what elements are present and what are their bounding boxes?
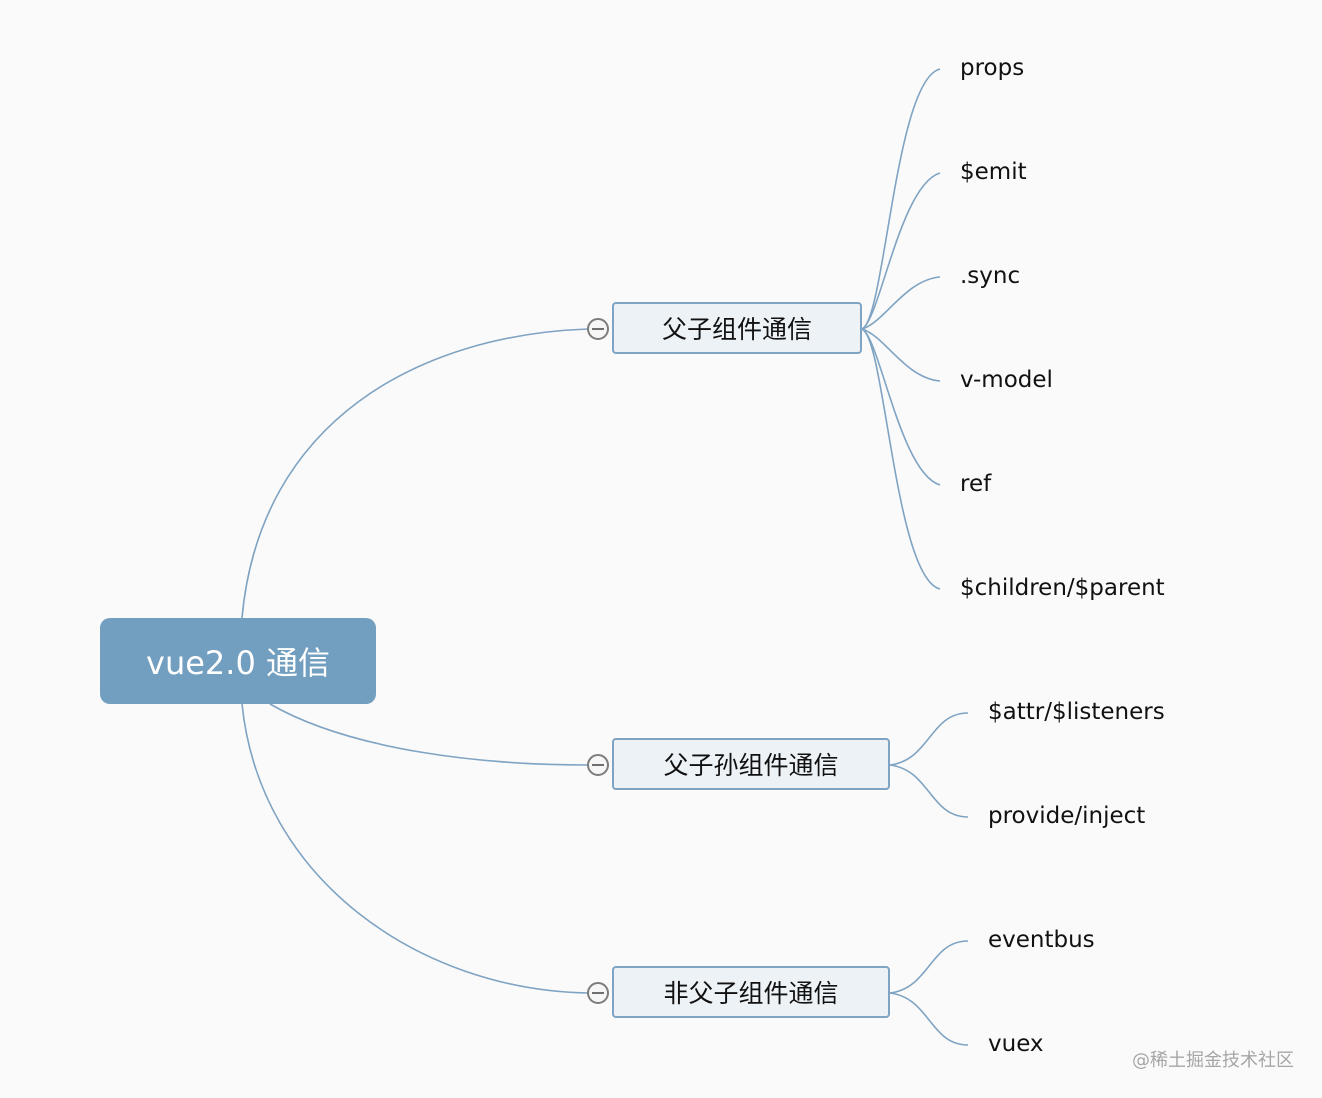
branch-label: 非父子组件通信 <box>663 979 839 1008</box>
leaf-node[interactable]: vuex <box>988 1031 1044 1057</box>
watermark: @稀土掘金技术社区 <box>1132 1050 1294 1071</box>
collapse-branch-3-icon[interactable] <box>587 982 609 1004</box>
branch-node-parent-child[interactable]: 父子组件通信 <box>612 302 862 354</box>
leaf-node[interactable]: $attr/$listeners <box>988 699 1165 725</box>
branch-label: 父子孙组件通信 <box>663 751 839 780</box>
connector-branch-3-leaf-1 <box>889 940 969 994</box>
collapse-branch-1-icon[interactable] <box>587 318 609 340</box>
connector-branch-1-leaf-4 <box>861 328 941 382</box>
branch-node-non-parent-child[interactable]: 非父子组件通信 <box>612 966 890 1018</box>
branch-label: 父子组件通信 <box>661 315 812 344</box>
connector-branch-2-leaf-2 <box>889 764 969 818</box>
connector-root-branch-2 <box>269 703 589 766</box>
connector-branch-1-leaf-3 <box>861 276 941 330</box>
connector-branch-1-leaf-2 <box>861 172 941 330</box>
leaf-node[interactable]: eventbus <box>988 927 1095 953</box>
connector-branch-2-leaf-1 <box>889 712 969 766</box>
leaf-node[interactable]: ref <box>960 471 992 497</box>
root-node[interactable]: vue2.0 通信 <box>100 618 376 704</box>
connector-root-branch-1 <box>241 328 589 619</box>
leaf-node[interactable]: .sync <box>960 263 1021 289</box>
connector-branch-3-leaf-2 <box>889 992 969 1046</box>
collapse-branch-2-icon[interactable] <box>587 754 609 776</box>
connector-root-branch-3 <box>241 703 589 994</box>
leaf-node[interactable]: $emit <box>960 159 1027 185</box>
leaf-node[interactable]: provide/inject <box>988 803 1146 829</box>
connector-branch-1-leaf-1 <box>861 68 941 330</box>
root-label: vue2.0 通信 <box>146 644 330 682</box>
leaf-node[interactable]: v-model <box>960 367 1053 393</box>
leaf-node[interactable]: $children/$parent <box>960 575 1165 601</box>
branch-node-parent-child-grandchild[interactable]: 父子孙组件通信 <box>612 738 890 790</box>
leaf-node[interactable]: props <box>960 55 1025 81</box>
connector-branch-1-leaf-6 <box>861 328 941 590</box>
